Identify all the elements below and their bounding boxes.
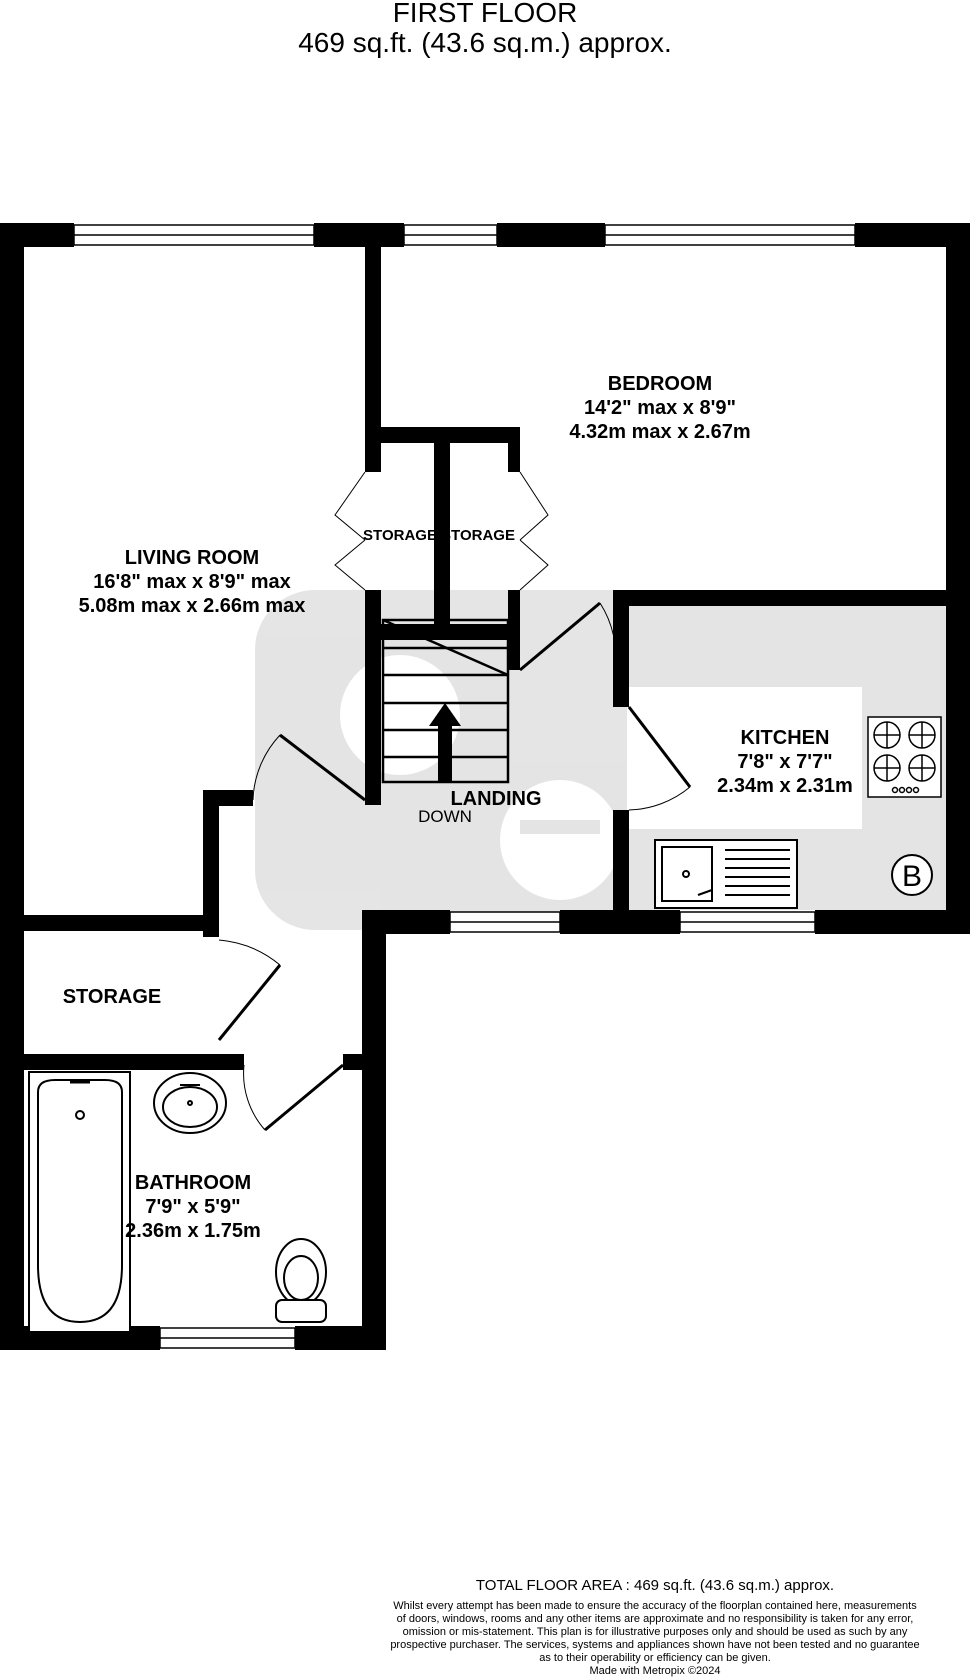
living-room-name: LIVING ROOM bbox=[125, 547, 259, 569]
bathroom-dim-imperial: 7'9" x 5'9" bbox=[145, 1196, 240, 1218]
bedroom-dim-imperial: 14'2" max x 8'9" bbox=[584, 397, 736, 419]
floor-title: FIRST FLOOR bbox=[392, 0, 578, 28]
disclaimer-line: as to their operability or efficiency ca… bbox=[539, 1652, 771, 1664]
bathroom-name: BATHROOM bbox=[135, 1172, 251, 1194]
wash-basin bbox=[153, 1072, 227, 1134]
living-room-dim-imperial: 16'8" max x 8'9" max bbox=[93, 571, 291, 593]
bedroom-dim-metric: 4.32m max x 2.67m bbox=[569, 421, 750, 443]
storage-left-name: STORAGE bbox=[363, 527, 437, 544]
floor-area: 469 sq.ft. (43.6 sq.m.) approx. bbox=[298, 27, 672, 58]
disclaimer: Whilst every attempt has been made to en… bbox=[350, 1600, 960, 1665]
kitchen-dim-imperial: 7'8" x 7'7" bbox=[737, 751, 832, 773]
bathroom-dim-metric: 2.36m x 1.75m bbox=[125, 1220, 261, 1242]
bedroom-name: BEDROOM bbox=[608, 373, 712, 395]
landing-name: LANDING bbox=[450, 788, 541, 810]
total-floor-area: TOTAL FLOOR AREA : 469 sq.ft. (43.6 sq.m… bbox=[475, 1577, 835, 1594]
toilet bbox=[275, 1238, 327, 1323]
stair-down-label: DOWN bbox=[418, 807, 472, 826]
storage-right-name: STORAGE bbox=[441, 527, 515, 544]
floor-plan: B BEDROOM 14'2" max x 8'9" 4.32m max x 2… bbox=[0, 223, 970, 1350]
disclaimer-line: Whilst every attempt has been made to en… bbox=[393, 1600, 917, 1612]
made-with-credit: Made with Metropix ©2024 bbox=[589, 1665, 721, 1677]
staircase bbox=[381, 618, 510, 784]
storage-main-name: STORAGE bbox=[63, 986, 162, 1008]
kitchen-sink bbox=[654, 839, 798, 909]
kitchen-name: KITCHEN bbox=[741, 727, 830, 749]
disclaimer-line: omission or mis-statement. This plan is … bbox=[402, 1626, 908, 1638]
hob bbox=[867, 716, 942, 798]
stair-arrow bbox=[429, 703, 461, 782]
boiler-letter: B bbox=[902, 860, 922, 893]
disclaimer-line: of doors, windows, rooms and any other i… bbox=[396, 1613, 914, 1625]
bathtub bbox=[28, 1071, 131, 1333]
kitchen-dim-metric: 2.34m x 2.31m bbox=[717, 775, 853, 797]
living-room-dim-metric: 5.08m max x 2.66m max bbox=[79, 595, 306, 617]
doors bbox=[217, 471, 692, 1132]
windows bbox=[73, 224, 856, 1349]
boiler-symbol bbox=[891, 854, 933, 896]
walls bbox=[0, 223, 970, 1350]
disclaimer-line: prospective purchaser. The services, sys… bbox=[390, 1639, 920, 1651]
